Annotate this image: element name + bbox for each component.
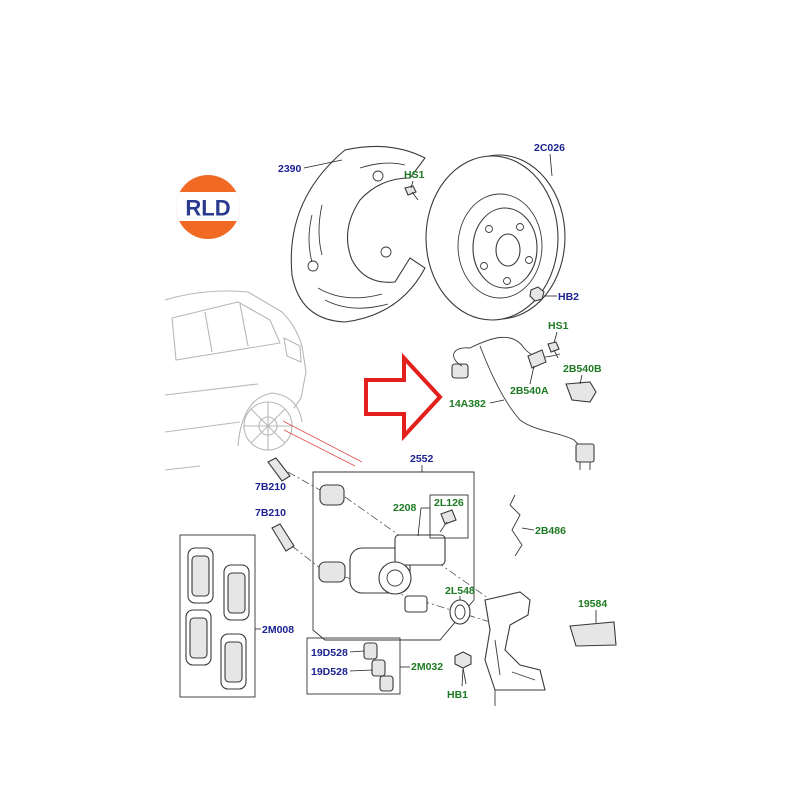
vehicle-outline: [164, 290, 363, 471]
anti-rattle-spring: [509, 494, 523, 557]
grease-sachet: [569, 621, 617, 647]
label-bushing-kit: 2M032: [411, 661, 443, 673]
label-seal: 2L548: [445, 585, 475, 597]
logo-text: RLD: [185, 196, 230, 221]
label-grease: 19584: [578, 598, 607, 610]
label-clip-b: 2B540B: [563, 363, 602, 375]
label-spring: 2B486: [535, 525, 566, 537]
label-pad-set: 2M008: [262, 624, 294, 636]
label-bushing-upper: 19D528: [311, 647, 348, 659]
sensor-clip: [565, 381, 597, 403]
bushing-kit: [306, 637, 401, 695]
label-housing: 2208: [393, 502, 417, 514]
label-abs-sensor: 14A382: [449, 398, 486, 410]
label-bushing-lower: 19D528: [311, 666, 348, 678]
pointer-arrow: [364, 352, 443, 442]
shield-bolt: [404, 185, 419, 201]
label-disc: 2C026: [534, 142, 565, 154]
rld-logo: RLD: [176, 175, 240, 239]
label-disc-screw: HB2: [558, 291, 579, 303]
label-guide-pin-lower: 7B210: [255, 507, 286, 519]
label-carrier-bolt: HB1: [447, 689, 468, 701]
guide-pin-lower: [271, 523, 295, 552]
label-caliper-assembly: 2552: [410, 453, 434, 465]
disc-screw: [529, 286, 545, 302]
label-guide-pin-upper: 7B210: [255, 481, 286, 493]
brake-pad-set: [179, 534, 256, 698]
sensor-bracket: [527, 349, 547, 369]
carrier-bolt: [454, 651, 472, 685]
label-bracket-a: 2B540A: [510, 385, 549, 397]
caliper-carrier: [484, 591, 546, 706]
brake-disc: [425, 154, 566, 321]
leader-lines: [303, 153, 597, 687]
label-bleed-screw: 2L126: [434, 497, 464, 509]
caliper-assembly: [287, 471, 491, 641]
label-shield: 2390: [278, 163, 302, 175]
guide-pin-upper: [267, 457, 291, 482]
label-sensor-bolt: HS1: [548, 320, 569, 332]
dust-shield: [290, 145, 426, 323]
sensor-bolt: [547, 341, 560, 359]
label-shield-bolt: HS1: [404, 169, 425, 181]
